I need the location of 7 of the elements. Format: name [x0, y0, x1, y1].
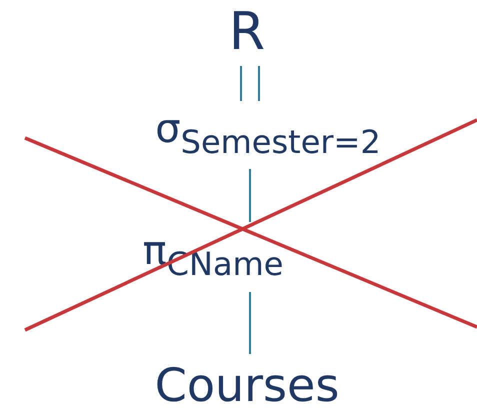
operator-label: Courses	[154, 356, 340, 414]
operator-label: σ$_{Semester=2}$	[155, 103, 381, 165]
double-line	[240, 66, 260, 101]
connector-line	[249, 292, 251, 354]
operator-label: R	[228, 2, 266, 62]
operator-label: π$_{CName}$	[142, 224, 284, 288]
connector-line	[249, 169, 251, 222]
